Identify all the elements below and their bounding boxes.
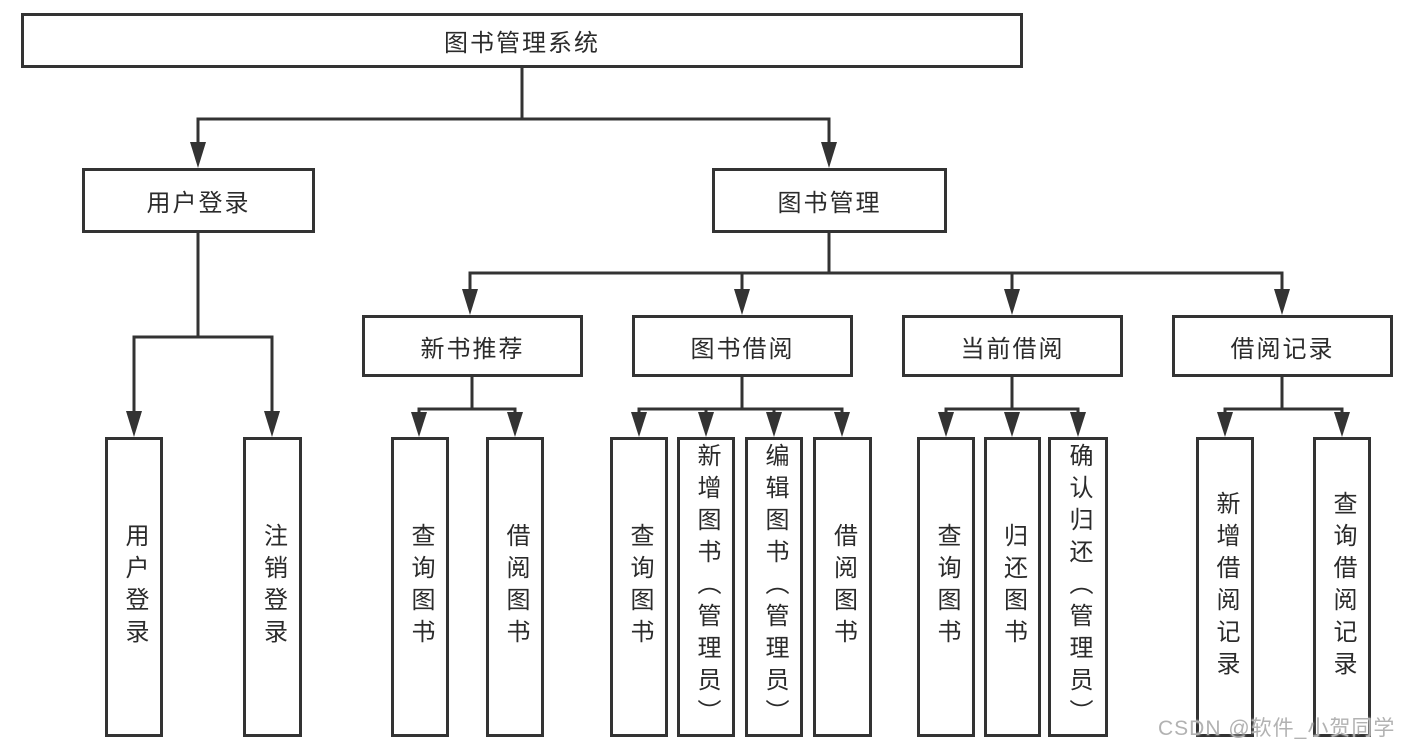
node-query-books-1: 查询图书 bbox=[391, 437, 449, 737]
node-label: 确认归还（管理员） bbox=[1065, 443, 1092, 731]
node-add-borrow-record: 新增借阅记录 bbox=[1196, 437, 1254, 737]
node-new-book-recommendation: 新书推荐 bbox=[362, 315, 583, 377]
arrow-to-book-management bbox=[821, 142, 837, 168]
node-add-book-admin: 新增图书（管理员） bbox=[677, 437, 735, 737]
node-library-management-system: 图书管理系统 bbox=[21, 13, 1023, 68]
node-confirm-return-admin: 确认归还（管理员） bbox=[1048, 437, 1108, 737]
node-label: 新增借阅记录 bbox=[1212, 491, 1239, 683]
arrow-to-add-book bbox=[698, 412, 714, 437]
node-logout-login: 注销登录 bbox=[243, 437, 302, 737]
arrow-to-user-login bbox=[190, 142, 206, 168]
node-borrow-books-2: 借阅图书 bbox=[813, 437, 872, 737]
node-label: 借阅图书 bbox=[502, 523, 529, 651]
node-current-borrowing: 当前借阅 bbox=[902, 315, 1123, 377]
arrow-to-edit-book bbox=[766, 412, 782, 437]
node-label: 图书管理系统 bbox=[444, 30, 600, 57]
node-borrow-books-1: 借阅图书 bbox=[486, 437, 544, 737]
connector-book-borrowing-to-children bbox=[637, 375, 844, 416]
node-borrowing-records: 借阅记录 bbox=[1172, 315, 1393, 377]
node-query-borrow-record: 查询借阅记录 bbox=[1313, 437, 1371, 737]
arrow-to-login bbox=[126, 411, 142, 437]
node-label: 新增图书（管理员） bbox=[693, 443, 720, 731]
arrow-to-borrow-books-1 bbox=[507, 412, 523, 437]
arrow-to-book-borrowing bbox=[734, 289, 750, 315]
connector-current-borrowing-to-children bbox=[944, 375, 1080, 416]
arrow-to-add-borrow-record bbox=[1217, 412, 1233, 437]
node-label: 图书借阅 bbox=[690, 335, 795, 363]
node-edit-book-admin: 编辑图书（管理员） bbox=[745, 437, 803, 737]
node-query-books-2: 查询图书 bbox=[610, 437, 668, 737]
arrow-to-query-books-2 bbox=[631, 412, 647, 437]
node-label: 查询借阅记录 bbox=[1329, 491, 1356, 683]
node-label: 查询图书 bbox=[933, 523, 960, 651]
arrow-to-query-books-3 bbox=[938, 412, 954, 437]
node-book-borrowing: 图书借阅 bbox=[632, 315, 853, 377]
node-label: 编辑图书（管理员） bbox=[761, 443, 788, 731]
arrow-to-borrow-books-2 bbox=[834, 412, 850, 437]
node-label: 当前借阅 bbox=[960, 335, 1065, 363]
arrow-to-logout bbox=[264, 411, 280, 437]
connector-book-management-to-level3 bbox=[468, 231, 1284, 293]
connector-new-book-recommendation-to-children bbox=[417, 375, 517, 416]
node-label: 查询图书 bbox=[407, 523, 434, 651]
node-label: 图书管理 bbox=[777, 190, 882, 217]
connector-user-login-to-children bbox=[132, 231, 274, 415]
arrow-to-return-books bbox=[1004, 412, 1020, 437]
arrow-to-query-borrow-record bbox=[1334, 412, 1350, 437]
arrow-to-query-books-1 bbox=[411, 412, 427, 437]
node-user-login: 用户登录 bbox=[105, 437, 163, 737]
arrow-to-new-book-recommendation bbox=[462, 289, 478, 315]
node-label: 查询图书 bbox=[626, 523, 653, 651]
arrow-to-confirm-return bbox=[1070, 412, 1086, 437]
connector-borrowing-records-to-children bbox=[1223, 375, 1344, 416]
arrow-to-borrowing-records bbox=[1274, 289, 1290, 315]
node-label: 借阅记录 bbox=[1230, 335, 1335, 363]
node-label: 用户登录 bbox=[146, 190, 251, 217]
csdn-watermark: CSDN @软件_小贺同学 bbox=[1158, 717, 1396, 740]
node-user-login-branch: 用户登录 bbox=[82, 168, 315, 233]
node-label: 新书推荐 bbox=[420, 335, 525, 363]
arrow-to-current-borrowing bbox=[1004, 289, 1020, 315]
node-label: 归还图书 bbox=[999, 523, 1027, 651]
arrowheads bbox=[126, 142, 1350, 437]
connector-root-to-level2 bbox=[196, 66, 831, 145]
node-book-management-branch: 图书管理 bbox=[712, 168, 947, 233]
node-return-books: 归还图书 bbox=[984, 437, 1041, 737]
node-label: 用户登录 bbox=[121, 523, 148, 651]
node-query-books-3: 查询图书 bbox=[917, 437, 975, 737]
node-label: 借阅图书 bbox=[829, 523, 857, 651]
node-label: 注销登录 bbox=[259, 523, 287, 651]
